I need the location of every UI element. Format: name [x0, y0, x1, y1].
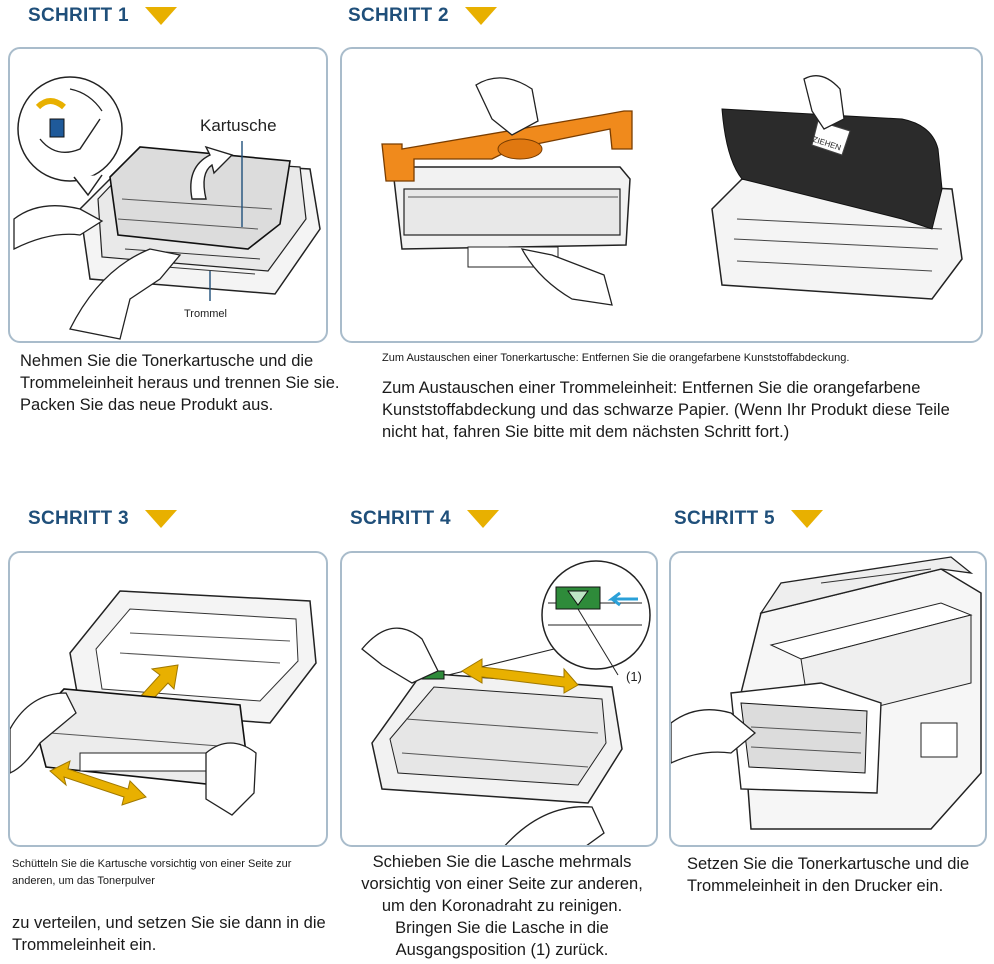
- step-5-caption: Setzen Sie die Tonerkartusche und die Tr…: [687, 855, 970, 895]
- step-4-illustration: (1): [340, 551, 658, 847]
- position-1-label: (1): [626, 669, 642, 684]
- step-1-caption: Nehmen Sie die Tonerkartusche und die Tr…: [20, 352, 340, 414]
- step-3-caption: zu verteilen, und setzen Sie sie dann in…: [12, 914, 326, 954]
- step-2-caption-small: Zum Austauschen einer Tonerkartusche: En…: [382, 352, 850, 364]
- step-2-title: SCHRITT 2: [348, 5, 449, 26]
- printer-insert-drawing: [671, 556, 982, 830]
- drum-and-cartridge-drawing: Kartusche Trommel: [13, 76, 321, 340]
- step-4-title: SCHRITT 4: [350, 508, 451, 529]
- step-4-caption: Schieben Sie die Lasche mehrmals vorsich…: [361, 853, 643, 959]
- drum-label: Trommel: [184, 308, 227, 320]
- step-5-illustration: [669, 551, 987, 847]
- step-3-down-arrow-icon: [144, 510, 177, 528]
- step-4-down-arrow-icon: [466, 510, 499, 528]
- step-3-heading: SCHRITT 3: [28, 508, 177, 530]
- step-4-heading: SCHRITT 4: [350, 508, 499, 530]
- step-2-illustration: ZIEHEN: [340, 47, 983, 343]
- step-5-title: SCHRITT 5: [674, 508, 775, 529]
- shake-cartridge-drawing: [10, 590, 317, 816]
- step-1-down-arrow-icon: [144, 7, 177, 25]
- cartridge-label: Kartusche: [200, 116, 277, 135]
- step-5-heading: SCHRITT 5: [674, 508, 823, 530]
- step-1-title: SCHRITT 1: [28, 5, 129, 26]
- step-2-caption: Zum Austauschen einer Trommeleinheit: En…: [382, 379, 950, 441]
- step-5-down-arrow-icon: [790, 510, 823, 528]
- step-2-down-arrow-icon: [464, 7, 497, 25]
- clean-corona-wire-drawing: (1): [361, 560, 651, 845]
- step-3-illustration: [8, 551, 328, 847]
- step-3-caption-small: Schütteln Sie die Kartusche vorsichtig v…: [12, 858, 292, 887]
- step-1-illustration: Kartusche Trommel: [8, 47, 328, 343]
- step-1-heading: SCHRITT 1: [28, 5, 177, 27]
- cover-removal-drawing: ZIEHEN: [381, 75, 963, 306]
- step-3-title: SCHRITT 3: [28, 508, 129, 529]
- step-2-heading: SCHRITT 2: [348, 5, 497, 27]
